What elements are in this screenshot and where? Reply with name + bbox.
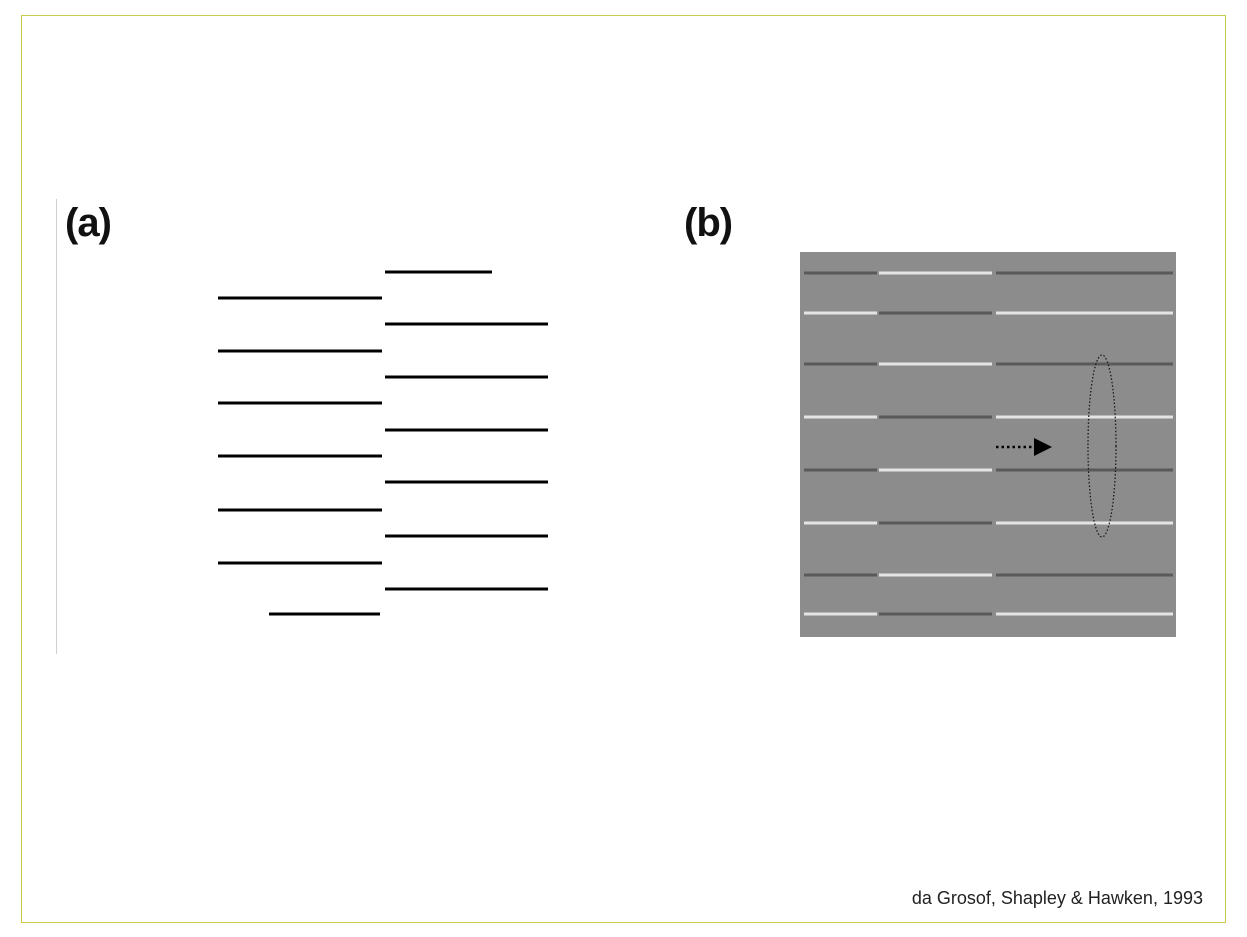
panel-a-label: (a) [65, 201, 112, 245]
panel-b-figure [800, 252, 1176, 637]
panel-a-figure [218, 270, 548, 616]
panel-b-background [800, 252, 1176, 637]
dotted-ellipse [1087, 354, 1117, 538]
citation: da Grosof, Shapley & Hawken, 1993 [911, 888, 1203, 908]
panel-a-left-rule [56, 199, 57, 654]
arrowhead-icon [1034, 438, 1052, 456]
panel-b-label: (b) [684, 201, 733, 245]
slide-frame [21, 15, 1226, 923]
